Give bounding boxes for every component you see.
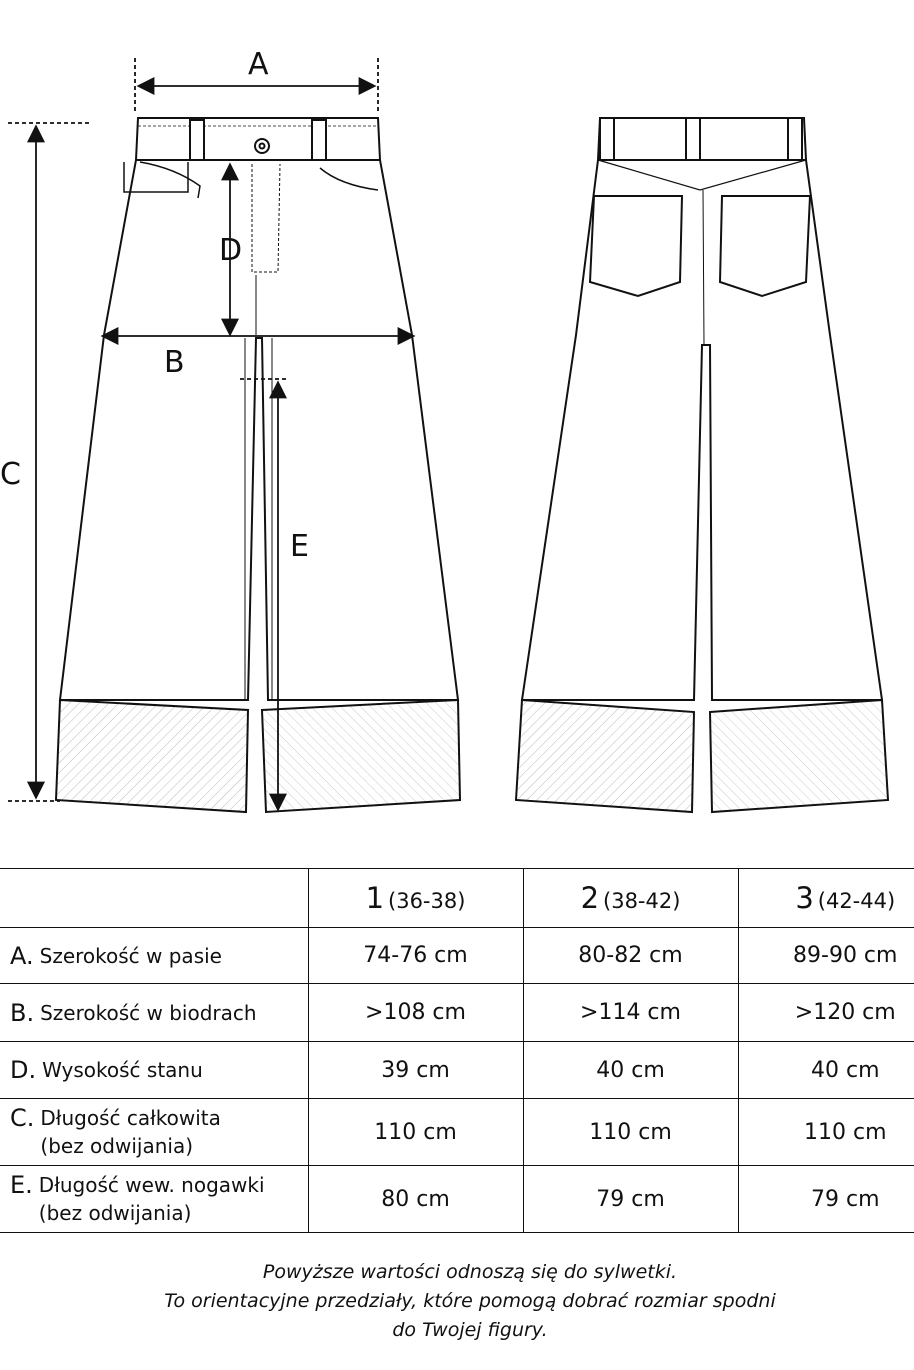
measure-name: C.Długość całkowita (bez odwijania) (0, 1098, 309, 1166)
measure-letter: C. (10, 1104, 35, 1132)
measure-label: Szerokość w pasie (39, 943, 222, 968)
value-cell: 80-82 cm (522, 927, 739, 984)
measure-sublabel: (bez odwijania) (40, 1134, 193, 1158)
label-b: B (164, 345, 185, 380)
label-c: C (0, 457, 21, 492)
measure-name: A.Szerokość w pasie (0, 927, 309, 984)
size-number: 2 (580, 881, 600, 915)
note-line: To orientacyjne przedziały, które pomogą… (164, 1290, 776, 1312)
size-range: (38-42) (603, 889, 681, 913)
table-row: D.Wysokość stanu 39 cm 40 cm 40 cm (0, 1041, 914, 1099)
size-header-3: 3(42-44) (737, 868, 914, 928)
value-cell: 79 cm (522, 1165, 739, 1233)
measure-label: Długość wew. nogawki (38, 1173, 265, 1197)
value-cell: 79 cm (737, 1165, 914, 1233)
label-a: A (248, 47, 269, 82)
measure-letter: E. (10, 1171, 33, 1199)
value-cell: 40 cm (522, 1041, 739, 1099)
value-cell: 39 cm (307, 1041, 524, 1099)
note-line: Powyższe wartości odnoszą się do sylwetk… (262, 1261, 678, 1283)
value-cell: >114 cm (522, 983, 739, 1042)
value-cell: 110 cm (522, 1098, 739, 1166)
table-row: A.Szerokość w pasie 74-76 cm 80-82 cm 89… (0, 927, 914, 984)
value-cell: >108 cm (307, 983, 524, 1042)
dimension-lines (8, 58, 416, 812)
size-number: 1 (365, 881, 385, 915)
size-table: 1(36-38) 2(38-42) 3(42-44) A.Szerokość w… (0, 868, 914, 1233)
measure-label: Długość całkowita (40, 1106, 221, 1130)
measure-name: D.Wysokość stanu (0, 1041, 309, 1099)
measure-sublabel: (bez odwijania) (38, 1201, 192, 1225)
value-cell: 89-90 cm (737, 927, 914, 984)
measure-letter: A. (10, 941, 34, 970)
front-view (54, 117, 462, 814)
value-cell: 74-76 cm (307, 927, 524, 984)
size-header-2: 2(38-42) (522, 868, 739, 928)
table-row: C.Długość całkowita (bez odwijania) 110 c… (0, 1098, 914, 1166)
value-cell: 110 cm (737, 1098, 914, 1166)
size-range: (36-38) (388, 889, 466, 913)
measure-letter: D. (10, 1056, 37, 1084)
measure-name: E.Długość wew. nogawki (bez odwijania) (0, 1165, 309, 1233)
value-cell: 110 cm (307, 1098, 524, 1166)
measure-label: Wysokość stanu (42, 1058, 203, 1082)
size-header-1: 1(36-38) (307, 868, 524, 928)
measure-letter: B. (10, 998, 35, 1027)
size-range: (42-44) (817, 889, 896, 913)
value-cell: 80 cm (307, 1165, 524, 1233)
value-cell: >120 cm (737, 983, 914, 1042)
size-number: 3 (795, 881, 814, 915)
table-row: E.Długość wew. nogawki (bez odwijania) 80… (0, 1165, 914, 1233)
table-row: B.Szerokość w biodrach >108 cm >114 cm >… (0, 983, 914, 1042)
corner-cell (0, 868, 309, 928)
value-cell: 40 cm (737, 1041, 914, 1099)
back-view (514, 117, 890, 814)
label-d: D (219, 233, 242, 268)
note-line: do Twojej figury. (392, 1319, 548, 1341)
jeans-technical-drawing: A B C D E (0, 47, 890, 814)
label-e: E (290, 529, 309, 564)
size-header-row: 1(36-38) 2(38-42) 3(42-44) (0, 868, 914, 928)
disclaimer-note: Powyższe wartości odnoszą się do sylwetk… (0, 1258, 914, 1345)
measure-label: Szerokość w biodrach (40, 1000, 257, 1025)
measure-name: B.Szerokość w biodrach (0, 983, 309, 1042)
